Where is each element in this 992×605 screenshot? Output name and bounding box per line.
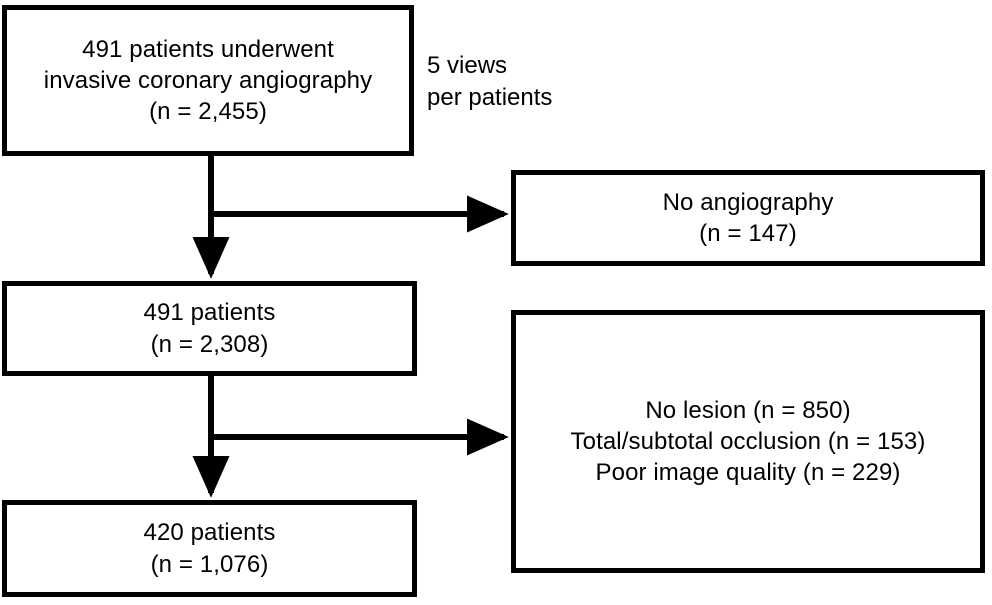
box-eligible-line-1: 491 patients (143, 299, 276, 327)
box-no-angiography: No angiography (n = 147) (511, 170, 985, 266)
box-excluded-line-3: Poor image quality (n = 229) (595, 459, 901, 487)
box-excluded-line-2: Total/subtotal occlusion (n = 153) (570, 427, 926, 455)
annotation-views-per-patient: 5 views per patients (427, 50, 552, 113)
annotation-views-line-2: per patients (427, 83, 553, 111)
box-eligible-line-2: (n = 2,308) (150, 330, 269, 358)
annotation-views-line-1: 5 views (427, 52, 508, 79)
box-final-patients: 420 patients (n = 1,076) (2, 500, 417, 597)
box-enrolled-line-3: (n = 2,455) (149, 98, 267, 126)
box-final-line-2: (n = 1,076) (150, 550, 269, 578)
box-no-angiography-line-1: No angiography (662, 188, 834, 216)
box-excluded-line-1: No lesion (n = 850) (645, 396, 851, 424)
box-enrolled-line-2: invasive coronary angiography (43, 66, 373, 94)
box-eligible-patients: 491 patients (n = 2,308) (2, 281, 417, 376)
box-enrolled-patients: 491 patients underwent invasive coronary… (2, 5, 414, 156)
box-final-line-1: 420 patients (143, 519, 276, 547)
box-enrolled-line-1: 491 patients underwent (82, 35, 334, 63)
box-no-angiography-line-2: (n = 147) (699, 220, 797, 247)
box-excluded-reasons: No lesion (n = 850) Total/subtotal occlu… (511, 310, 985, 573)
